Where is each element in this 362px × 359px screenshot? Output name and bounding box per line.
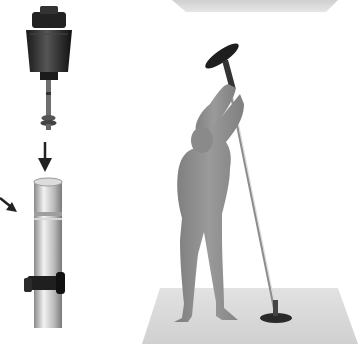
pole-clamp-detail [24, 178, 65, 328]
person-using-pole [174, 40, 292, 323]
down-arrow-icon [38, 142, 52, 172]
connector-assembly [26, 6, 72, 130]
side-arrow-icon [0, 198, 17, 212]
floor-panel [142, 288, 358, 344]
ceiling-panel [172, 0, 338, 12]
